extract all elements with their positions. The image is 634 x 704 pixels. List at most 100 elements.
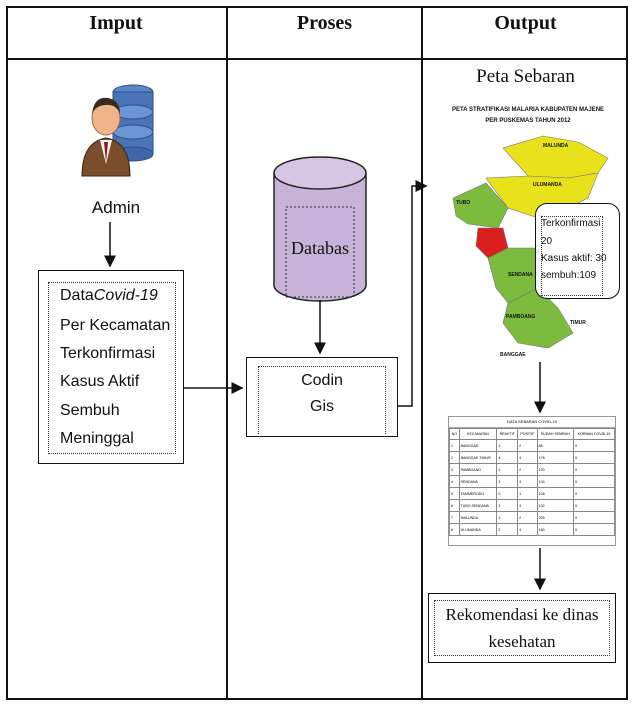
table-cell: 178	[536, 451, 575, 464]
admin-label: Admin	[91, 198, 141, 217]
map-region-label: TIMUR	[570, 320, 586, 326]
table-cell: 3	[496, 475, 519, 488]
table-cell: 1	[449, 439, 460, 452]
table-cell: BANGGAE	[458, 439, 498, 452]
map-region-label: MALUNDA	[543, 143, 569, 149]
popup-line: sembuh:109	[541, 270, 597, 281]
table-cell: TUBO SENDANA	[458, 499, 498, 512]
table-cell: 1	[517, 487, 538, 500]
table-cell: 0	[573, 451, 615, 464]
table-cell: BANGGAE TIMUR	[458, 451, 498, 464]
table-cell: 88	[536, 439, 575, 452]
table-cell: 3	[449, 463, 460, 476]
table-cell: 3	[517, 499, 538, 512]
column-divider	[421, 6, 423, 700]
table-cell: 0	[496, 487, 519, 500]
popup-line: 20	[541, 236, 553, 247]
gis-label: Gis	[310, 398, 334, 415]
map-region-label: PAMBOANG	[506, 314, 535, 320]
table-cell: 120	[536, 463, 575, 476]
input-data-box	[38, 270, 184, 464]
recommendation-box	[428, 593, 616, 663]
table-cell: 4	[517, 451, 538, 464]
input-item: Kasus Aktif	[60, 373, 140, 390]
recommendation-line1: Rekomendasi ke dinas	[445, 605, 599, 624]
input-item: Meninggal	[60, 430, 134, 447]
table-cell: MALUNDA	[458, 511, 498, 524]
table-cell: 2	[517, 439, 538, 452]
header-divider	[6, 58, 628, 60]
table-cell: ULUMANDA	[458, 523, 498, 536]
table-cell: 134	[536, 475, 575, 488]
input-data-title: DataCovid-19	[60, 287, 158, 304]
data-table-title: DATA SEBARAN COVID-19	[449, 417, 615, 428]
column-header-output: Output	[494, 12, 557, 34]
recommendation-inner-box	[434, 600, 610, 656]
table-header-cell: REAKTIF	[496, 428, 519, 440]
table-cell: 0	[573, 475, 615, 488]
map-region-label: SENDANA	[508, 272, 533, 278]
input-data-subtitle: Per Kecamatan	[60, 317, 171, 334]
table-cell: 0	[573, 523, 615, 536]
input-item: Terkonfirmasi	[60, 345, 156, 362]
recommendation-line2: kesehatan	[488, 632, 556, 651]
coding-label: Codin	[301, 372, 343, 389]
table-cell: 180	[536, 523, 575, 536]
admin-database-icon	[81, 84, 154, 177]
table-cell: 7	[449, 511, 460, 524]
table-header-cell: SUDAH SEMBUH	[536, 428, 575, 440]
table-cell: 0	[573, 439, 615, 452]
column-header-process: Proses	[296, 12, 353, 34]
table-cell: 102	[536, 499, 575, 512]
map-region-label: TUBO	[456, 200, 470, 206]
input-item: Sembuh	[60, 402, 120, 419]
table-cell: 0	[573, 463, 615, 476]
popup-line: Terkonfirmasi	[541, 218, 601, 229]
table-cell: 2	[517, 463, 538, 476]
map-popup	[535, 203, 620, 299]
table-cell: 3	[496, 439, 519, 452]
table-header-cell: POSITIF	[517, 428, 538, 440]
map-region-label: BANGGAE	[500, 352, 526, 358]
map-region-label: ULUMANDA	[533, 182, 562, 188]
table-cell: 3	[517, 475, 538, 488]
table-cell: 2	[496, 523, 519, 536]
table-cell: PAMBOANG	[458, 463, 498, 476]
map-subtitle: PER PUSKEMAS TAHUN 2012	[485, 118, 571, 124]
table-cell: 0	[573, 487, 615, 500]
table-cell: SENDANA	[458, 475, 498, 488]
table-cell: 3	[496, 499, 519, 512]
table-cell: TAMMERODO	[458, 487, 498, 500]
map-caption: Peta Sebaran	[476, 66, 575, 87]
table-cell: 2	[517, 511, 538, 524]
table-cell: 205	[536, 511, 575, 524]
coding-gis-inner-box	[258, 366, 386, 434]
table-cell: 3	[496, 511, 519, 524]
table-cell: 4	[496, 451, 519, 464]
database-label: Databas	[291, 238, 349, 258]
table-cell: 2	[449, 451, 460, 464]
table-cell: 0	[573, 499, 615, 512]
table-header-cell: KORBAN COVID-19	[573, 428, 615, 440]
map-title: PETA STRATIFIKASI MALARIA KABUPATEN MAJE…	[451, 107, 605, 113]
table-cell: 2	[496, 463, 519, 476]
map-popup-inner	[541, 216, 603, 296]
column-divider	[226, 6, 228, 700]
table-cell: 6	[449, 499, 460, 512]
table-cell: 8	[449, 523, 460, 536]
popup-line: Kasus aktif: 30	[541, 253, 607, 264]
table-cell: 108	[536, 487, 575, 500]
column-header-input: Imput	[89, 12, 143, 34]
coding-gis-box	[246, 357, 398, 437]
table-cell: 0	[573, 511, 615, 524]
table-cell: 4	[517, 523, 538, 536]
